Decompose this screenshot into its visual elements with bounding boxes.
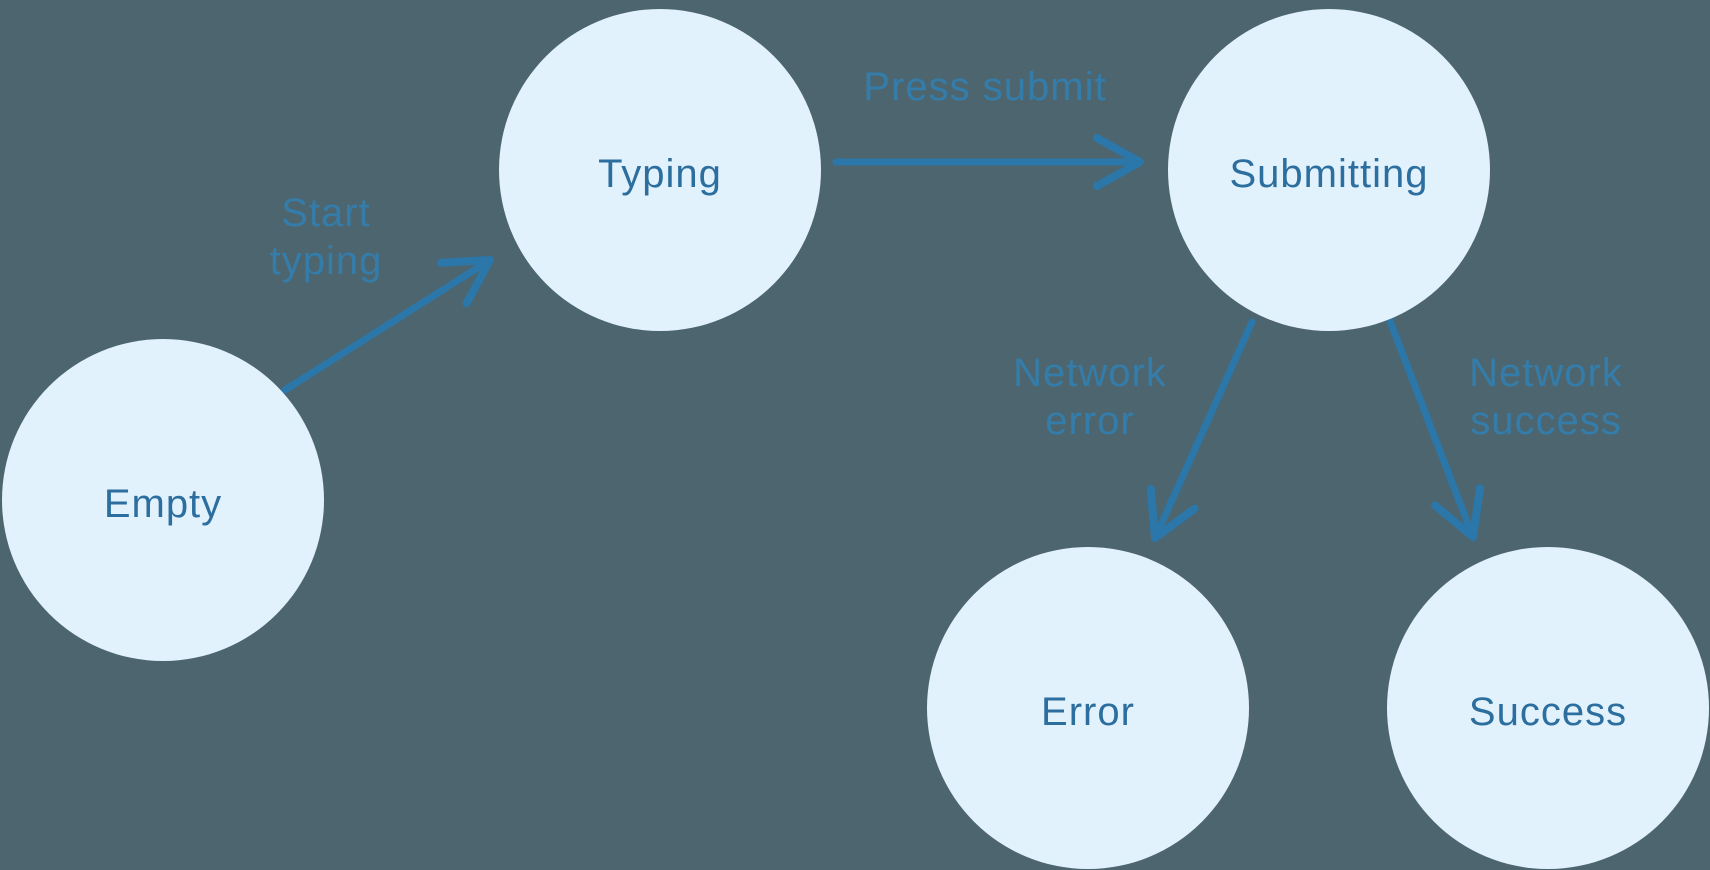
state-label-typing: Typing — [598, 152, 722, 196]
edge-label-network-error-line2: error — [1045, 399, 1134, 443]
state-node-typing: Typing — [499, 9, 821, 331]
edge-empty-typing — [281, 256, 494, 394]
edge-submitting-error — [1146, 318, 1256, 542]
state-node-submitting: Submitting — [1168, 9, 1490, 331]
state-label-submitting: Submitting — [1230, 152, 1429, 196]
state-circle-empty — [2, 339, 324, 661]
state-label-success: Success — [1469, 690, 1627, 734]
state-node-success: Success — [1387, 547, 1709, 869]
edge-label-start-typing-line1: Start — [281, 191, 370, 235]
state-node-error: Error — [927, 547, 1249, 869]
edge-layer — [281, 134, 1484, 542]
edge-label-layer: Start typing Press submit Network error … — [270, 65, 1623, 443]
edge-label-network-success-line2: success — [1470, 399, 1622, 443]
state-circle-success — [1387, 547, 1709, 869]
edge-label-network-error-line1: Network — [1013, 351, 1167, 395]
node-layer: Empty Typing Submitting Error Success — [2, 9, 1709, 869]
state-circle-typing — [499, 9, 821, 331]
state-circle-error — [927, 547, 1249, 869]
state-label-empty: Empty — [104, 482, 222, 526]
edge-submitting-success — [1386, 317, 1484, 541]
state-circle-submitting — [1168, 9, 1490, 331]
edge-label-press-submit: Press submit — [863, 65, 1106, 109]
state-node-empty: Empty — [2, 339, 324, 661]
edge-label-start-typing-line2: typing — [270, 239, 383, 283]
edge-label-network-success-line1: Network — [1469, 351, 1623, 395]
state-label-error: Error — [1041, 690, 1135, 734]
